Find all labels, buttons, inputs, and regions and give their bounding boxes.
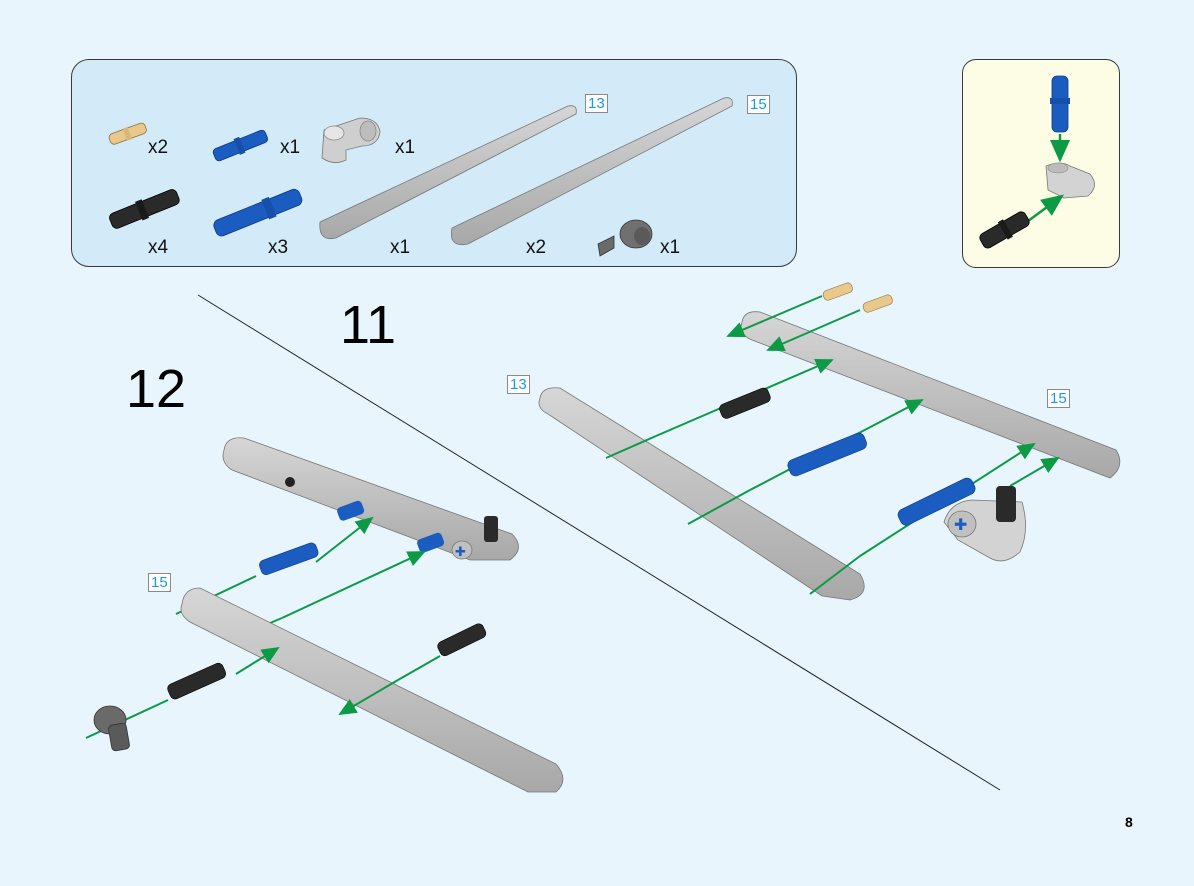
step12-arrow-2 [281,551,426,619]
qty-tan-pin: x2 [148,137,169,158]
black-pin-icon [109,189,180,229]
step11-arrow-6 [1009,456,1060,487]
step12-arrow-3 [235,646,280,675]
beam-length-badge: 15 [747,95,770,114]
step11-tan-pin-1 [822,282,853,301]
step12-blue-pin [259,542,319,575]
beam-length-badge: 13 [585,94,608,113]
qty-beam-15: x2 [526,237,547,258]
step12-arrow-1 [315,516,374,563]
step12-assembled-beam: ✚ [222,437,519,561]
parts-list-panel [71,59,797,267]
step11-blue-pin-2 [897,477,976,526]
beam-length-badge: 13 [507,375,530,394]
step-divider-line [197,294,1001,791]
beam-13-icon [319,105,577,240]
tan-pin-icon [108,122,147,145]
blue-long-pin-icon [213,188,303,237]
qty-blue-axle-pin: x1 [280,137,301,158]
qty-cross-block: x1 [395,137,416,158]
step-number-11: 11 [340,295,397,355]
svg-text:✚: ✚ [455,545,466,560]
qty-dark-gray-connector: x1 [660,237,681,258]
step12-black-pin-2 [437,623,487,657]
qty-blue-long-pin: x3 [268,237,289,258]
step11-cross-block-assembly: ✚ [943,486,1026,562]
step11-arrow-2 [766,309,861,351]
step11-tan-pin-2 [862,294,893,313]
beam-length-badge: 15 [1047,389,1070,408]
step11-blue-pin [787,432,867,477]
blue-axle-pin-icon [212,129,268,162]
qty-black-pin: x4 [148,237,169,258]
step12-arrow-4 [338,679,399,716]
svg-text:✚: ✚ [954,515,967,534]
page-number: 8 [1125,814,1133,830]
callout-blue-pin-icon [1050,75,1070,133]
callout-black-pin-icon [979,211,1030,249]
beam-length-badge: 15 [148,573,171,592]
step-number-12: 12 [126,359,187,419]
gray-cross-block-icon [321,117,381,163]
step11-black-pin [719,387,771,419]
step12-beam-15 [180,587,564,793]
step12-black-pin [167,662,227,700]
dark-gray-connector-icon [597,219,653,257]
qty-beam-13: x1 [390,237,411,258]
step12-dark-gray-connector [93,705,130,752]
callout-cross-block-icon [1045,162,1095,199]
beam-15-icon [450,97,733,246]
step11-beam-13 [538,387,865,601]
step11-arrow-1 [726,295,823,338]
